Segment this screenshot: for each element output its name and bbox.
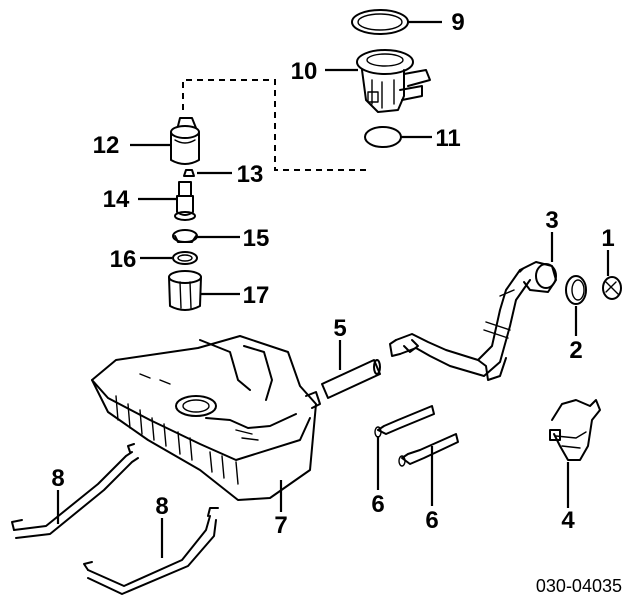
callouts: 9 10 11 12 13 14 15 16 17 3 1 2 5 7 8 8 …	[51, 9, 614, 539]
callout-17: 17	[243, 282, 270, 309]
part-6-tube-lower	[398, 433, 459, 467]
part-5-filler-hose	[321, 359, 381, 399]
callout-8-b: 8	[155, 493, 168, 520]
part-11-gasket	[364, 126, 402, 148]
part-2-filler-gasket	[565, 275, 587, 305]
part-14-fuel-pump	[174, 181, 196, 221]
callout-10: 10	[291, 58, 318, 85]
part-10-pump-assembly	[356, 49, 431, 113]
callout-3: 3	[545, 207, 558, 234]
callout-16: 16	[110, 246, 137, 273]
callout-13: 13	[237, 161, 264, 188]
assembly-dashed-outline	[182, 79, 366, 171]
callout-6-b: 6	[425, 507, 438, 534]
part-8-strap-a	[11, 443, 139, 539]
leader-lines	[56, 20, 610, 558]
callout-11: 11	[435, 125, 460, 152]
callout-14: 14	[103, 186, 130, 213]
part-1-fuel-cap	[602, 276, 622, 300]
callout-2: 2	[569, 337, 582, 364]
part-3-filler-neck	[389, 261, 557, 381]
callout-4: 4	[561, 507, 575, 534]
part-9-seal-ring	[351, 9, 409, 35]
part-4-vapor-separator	[549, 399, 601, 461]
part-6-tube-upper	[374, 405, 435, 438]
part-17-strainer	[168, 270, 202, 311]
diagram-code: 030-04035	[536, 576, 622, 596]
callout-5: 5	[333, 315, 346, 342]
part-8-strap-b	[83, 507, 219, 595]
part-12-pump-body	[170, 117, 200, 165]
callout-1: 1	[601, 225, 614, 252]
callout-8-a: 8	[51, 465, 64, 492]
callout-15: 15	[243, 225, 270, 252]
callout-7: 7	[274, 512, 287, 539]
part-15-retaining-clip	[172, 229, 198, 243]
callout-12: 12	[93, 132, 120, 159]
part-7-fuel-tank	[91, 335, 321, 501]
part-13-cap	[183, 169, 195, 177]
callout-6-a: 6	[371, 491, 384, 518]
part-16-o-ring	[172, 251, 198, 265]
callout-9: 9	[451, 9, 464, 36]
